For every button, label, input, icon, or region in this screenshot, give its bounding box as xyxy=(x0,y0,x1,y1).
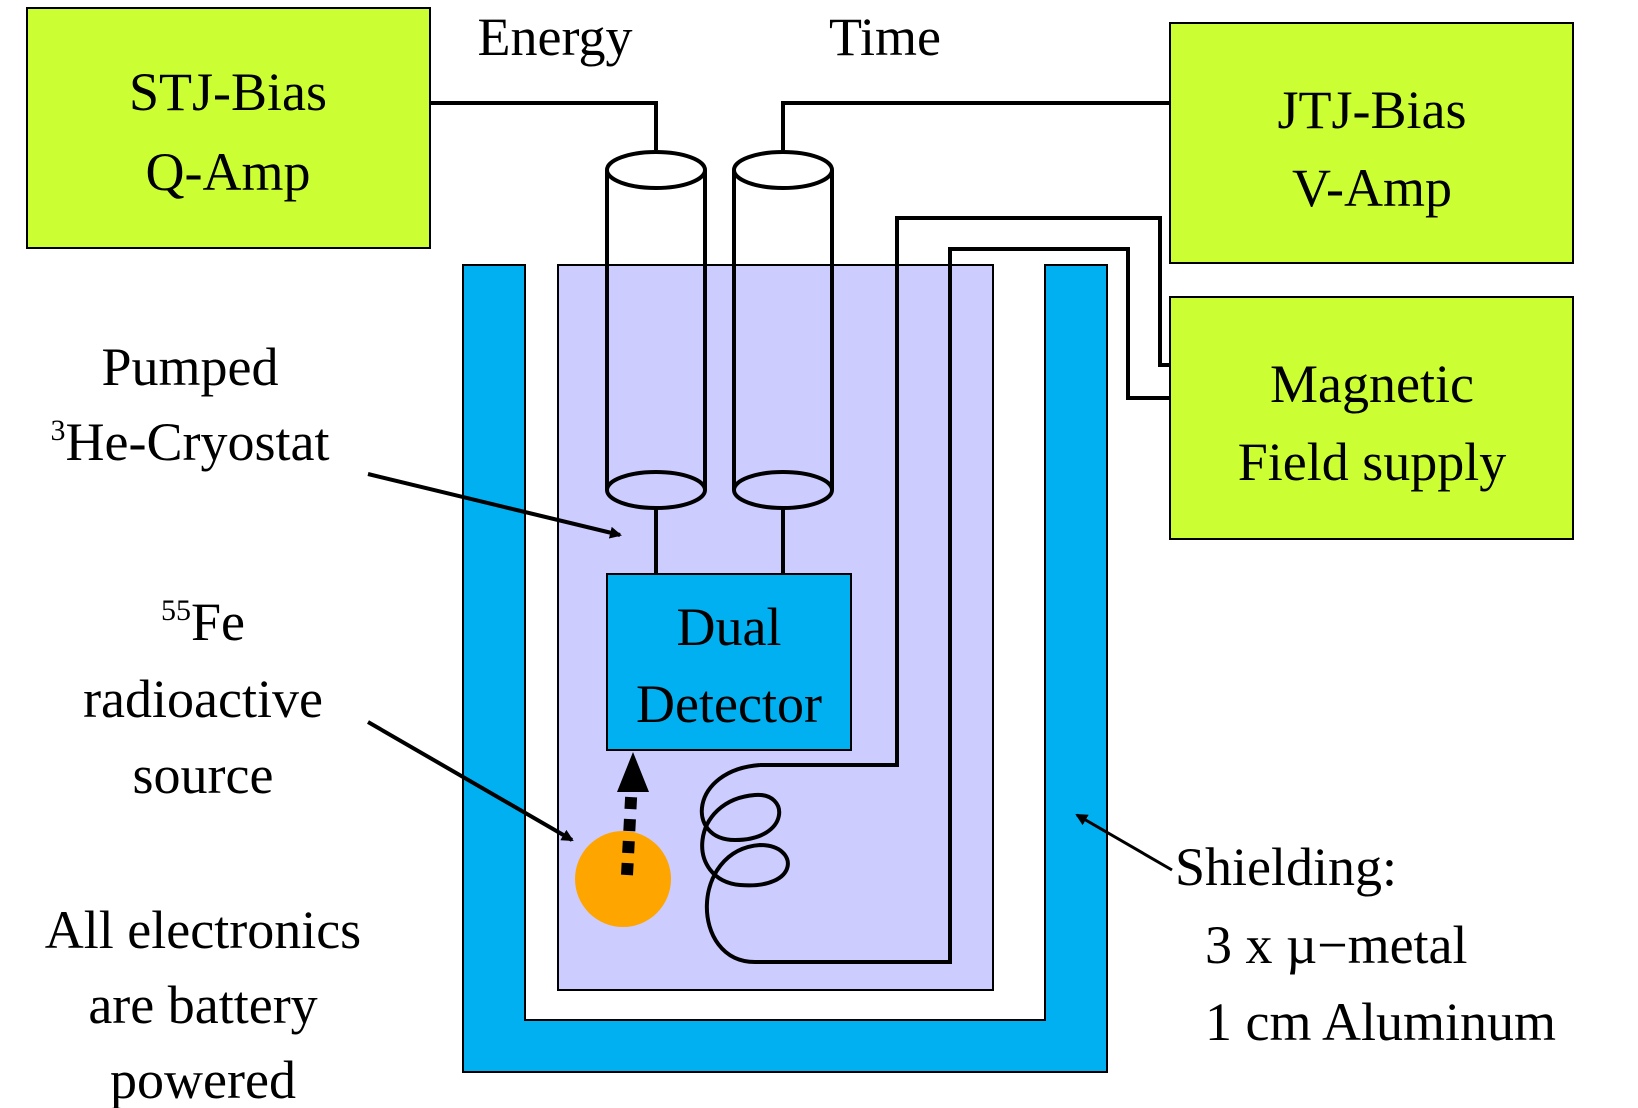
electronics-note-line2: are battery xyxy=(88,975,317,1035)
shielding-aluminum: 1 cm Aluminum xyxy=(1205,992,1556,1052)
coil-wire-outer xyxy=(760,216,1170,767)
radioactive-source xyxy=(575,831,671,927)
magnetic-field-box xyxy=(1169,296,1574,540)
detector-label: Detector xyxy=(636,674,822,734)
shielding-label: Shielding: xyxy=(1175,837,1397,897)
stj-bias-box xyxy=(26,7,431,249)
energy-cable xyxy=(605,150,707,574)
shielding-pointer-arrow xyxy=(1075,813,1173,872)
dual-label: Dual xyxy=(677,597,782,657)
time-label: Time xyxy=(829,7,941,67)
q-amp-label: Q-Amp xyxy=(146,142,311,202)
source-pointer-arrow xyxy=(366,720,574,842)
time-cable xyxy=(732,150,834,574)
magnetic-label: Magnetic xyxy=(1270,354,1474,414)
energy-wire xyxy=(430,101,658,150)
electronics-note-line1: All electronics xyxy=(45,900,361,960)
shielding xyxy=(462,264,1108,1073)
coil-wire-inner xyxy=(755,247,1170,964)
source-label-source: source xyxy=(133,745,274,805)
v-amp-label: V-Amp xyxy=(1292,158,1452,218)
dual-detector xyxy=(606,573,852,751)
cryostat-label-he: 3He-Cryostat xyxy=(51,412,330,472)
cryostat-pointer-arrow xyxy=(367,472,622,539)
jtj-bias-label: JTJ-Bias xyxy=(1278,80,1467,140)
cryostat-label-pumped: Pumped xyxy=(101,337,278,397)
energy-label: Energy xyxy=(478,7,633,67)
time-wire xyxy=(781,101,1170,150)
shielding-mu-metal: 3 x µ−metal xyxy=(1205,915,1468,975)
radiation-path xyxy=(621,779,638,876)
source-label-radioactive: radioactive xyxy=(83,669,323,729)
source-label-fe: 55Fe xyxy=(161,592,245,652)
jtj-bias-box xyxy=(1169,22,1574,264)
electronics-note-line3: powered xyxy=(110,1050,296,1108)
magnetic-coil xyxy=(699,763,790,964)
radiation-arrowhead xyxy=(617,752,649,792)
stj-bias-label: STJ-Bias xyxy=(129,62,327,122)
field-supply-label: Field supply xyxy=(1238,432,1507,492)
